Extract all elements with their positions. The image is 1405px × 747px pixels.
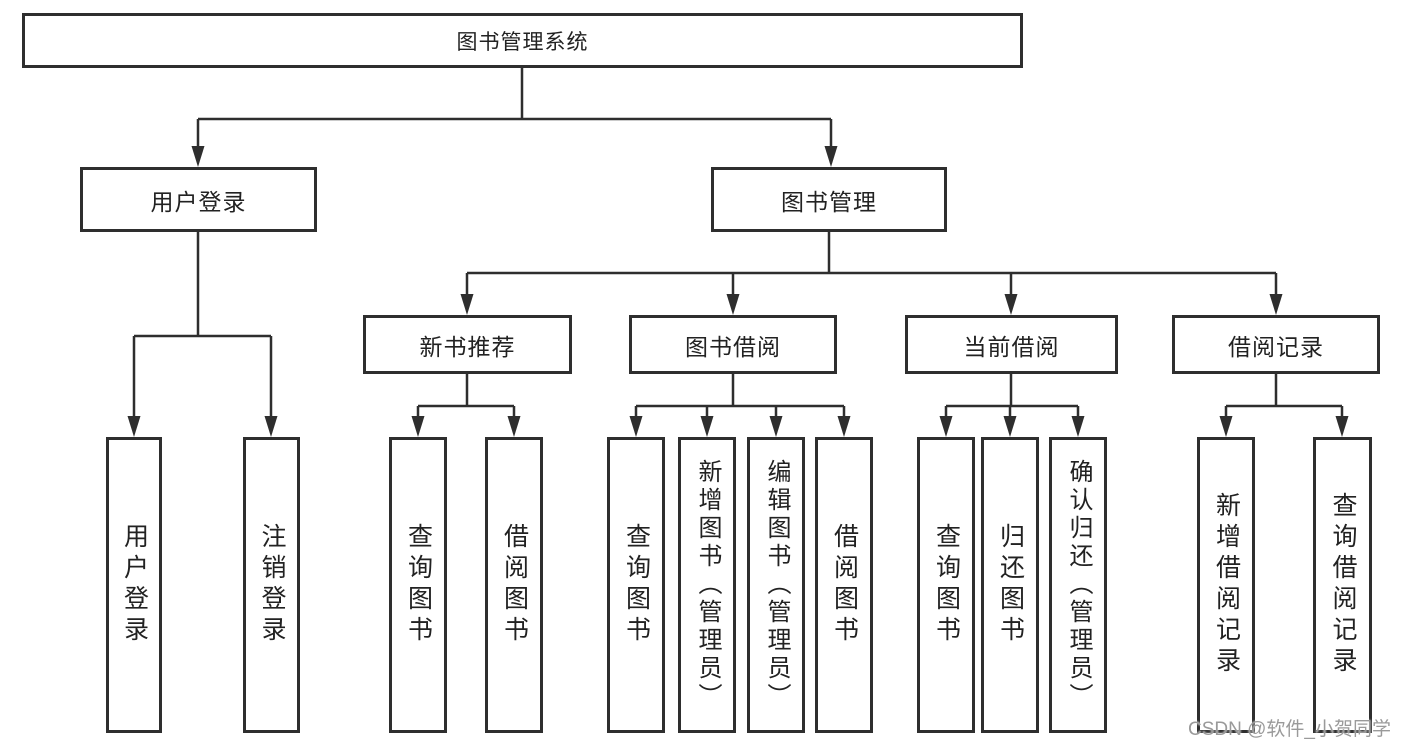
node-leaf-user-login: 用户登录 (106, 437, 162, 733)
node-leaf-confirm-return-admin: 确认归还（管理员） (1049, 437, 1107, 733)
leaf-label: 用户登录 (120, 523, 149, 647)
node-leaf-borrow-books-1: 借阅图书 (485, 437, 543, 733)
node-leaf-query-books-1: 查询图书 (389, 437, 447, 733)
leaf-label: 新增图书（管理员） (694, 459, 721, 711)
leaf-label: 查询图书 (622, 523, 651, 647)
node-leaf-add-books-admin: 新增图书（管理员） (678, 437, 736, 733)
node-leaf-add-borrow-record: 新增借阅记录 (1197, 437, 1255, 733)
leaf-label: 查询图书 (932, 523, 961, 647)
node-leaf-query-books-2: 查询图书 (607, 437, 665, 733)
node-leaf-borrow-books-2: 借阅图书 (815, 437, 873, 733)
leaf-label: 注销登录 (258, 523, 286, 647)
node-user-login: 用户登录 (80, 167, 317, 232)
leaf-label: 归还图书 (996, 523, 1025, 647)
node-leaf-return-books: 归还图书 (981, 437, 1039, 733)
leaf-label: 新增借阅记录 (1212, 492, 1241, 678)
node-leaf-edit-books-admin: 编辑图书（管理员） (747, 437, 805, 733)
node-book-management: 图书管理 (711, 167, 947, 232)
csdn-watermark: CSDN @软件_小贺同学 (1188, 719, 1391, 740)
node-borrow-records: 借阅记录 (1172, 315, 1380, 374)
node-leaf-query-borrow-record: 查询借阅记录 (1313, 437, 1372, 733)
node-leaf-logout: 注销登录 (243, 437, 300, 733)
node-current-borrow: 当前借阅 (905, 315, 1118, 374)
leaf-label: 查询图书 (404, 523, 433, 647)
leaf-label: 确认归还（管理员） (1065, 459, 1092, 711)
node-book-borrow: 图书借阅 (629, 315, 837, 374)
leaf-label: 借阅图书 (500, 523, 529, 647)
leaf-label: 借阅图书 (830, 523, 859, 647)
leaf-label: 查询借阅记录 (1329, 492, 1357, 678)
leaf-label: 编辑图书（管理员） (763, 459, 790, 711)
node-library-system: 图书管理系统 (22, 13, 1023, 68)
node-new-book-recommend: 新书推荐 (363, 315, 572, 374)
node-leaf-query-books-3: 查询图书 (917, 437, 975, 733)
